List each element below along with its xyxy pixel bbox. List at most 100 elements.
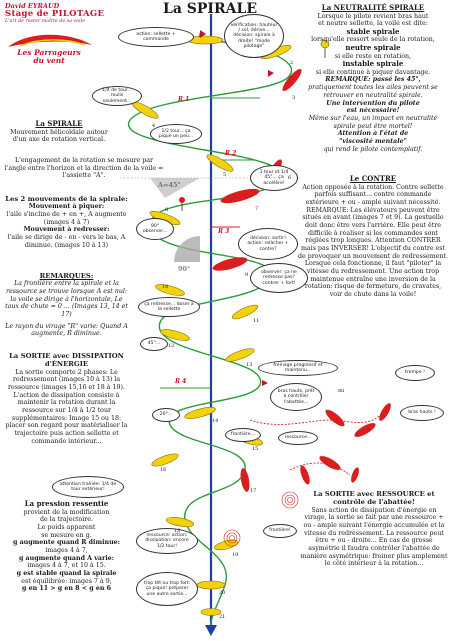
remarks-heading: REMARQUES: [39,272,94,280]
step-1: 1 [198,33,202,39]
pressure-l6: g augmente quand A varie: [18,554,115,562]
bubble-20: 20°... [152,408,180,422]
spiral-heading: La SPIRALE [35,119,83,128]
brand-author: David EYRAUD [5,2,60,10]
label-90: 90° [178,265,191,273]
neutral-l2: stable spirale [346,26,400,36]
pressure-l8: g est stable quand la spirale [16,569,117,577]
label-r3: R 3 [218,228,230,235]
bubble-redresse: ça redresse... doser à la sellette [138,297,200,317]
bubble-ressource: ressource... [278,431,318,445]
movements-l1: l'aile s'incline de + en +, A augmente (… [6,210,127,226]
brand-stage: Stage de PILOTAGE [5,9,105,19]
wing-right-b [354,423,376,437]
neutral-l16: "viscosité mentale" [339,137,407,145]
neutral-l13: Même sur l'eau, un impact en neutralité [308,114,438,122]
remarks-l1: La frontière entre la spirale et la ress… [5,280,128,318]
step-9: 9 [245,272,249,278]
step-19: 19 [232,552,239,558]
pressure-l7: images 4 à 7, et 10 à 15. [27,562,106,570]
bubble-45: 45°... [140,337,168,351]
bubble-trempe: trempe ! [395,365,435,381]
wing-14 [184,407,216,419]
bubble-demi-tour: 1/2 tour... ça pique un peu... [150,124,202,144]
wing-right-e [300,465,310,485]
contre-block: Le CONTRE Action opposée à la rotation. … [298,174,448,299]
pressure-heading: La pression ressentie [24,499,109,508]
wings [131,35,391,616]
contre-heading: Le CONTRE [349,174,397,183]
label-a45: A=45° [158,181,181,189]
wing-5 [206,154,234,172]
exit-block: La SORTIE avec DISSIPATION d'ÉNERGIE La … [4,352,129,445]
step-10: 10 [162,284,169,290]
wing-9 [212,257,248,271]
step-15: 15 [252,446,259,452]
step-14: 14 [212,418,219,424]
step-12: 12 [168,343,175,349]
wing-16 [151,453,179,467]
step-4: 4 [152,123,156,129]
angle-90-wedge [174,236,200,262]
neutral-l11: Une intervention du pilote [326,99,420,107]
remarks-block: REMARQUES: La frontière entre la spirale… [4,272,129,338]
logo-wing-shape [8,34,92,47]
movements-sub1: Mouvement à piquer: [28,203,105,211]
pressure-l0: provient de la modification [23,508,110,516]
wing-right-a [325,409,345,427]
neutral-l17: qui rend le pilote contemplatif. [323,145,423,153]
wing-7 [220,188,260,204]
ressource-path [249,409,386,476]
bubble-bras-haut: bras hauts ! [400,405,444,421]
movements-sub2: Mouvement à redresser: [23,226,110,234]
step-21: 21 [219,614,226,620]
bubble-frontiere-2: frontière! [263,524,297,538]
wing-18 [165,517,195,527]
axis-arrow-head [205,625,217,636]
wing-10 [155,284,185,296]
bubble-frontiere-1: frontière... [225,428,261,442]
neutral-l6: instable spirale [342,59,404,69]
movements-block: Les 2 mouvements de la spirale: Mouvemen… [4,195,129,249]
step-3: 3 [292,95,296,101]
ressource-block: La SORTIE avec RESSOURCE et contrôle de … [300,490,448,568]
bubble-verification: vérification: hauteur / sol, dérive... d… [224,14,284,58]
step-17: 17 [250,488,257,494]
wing-right-f [351,467,359,483]
bubble-observer: observer: ça ne redresse pas? contrer + … [250,263,308,293]
target-ring-2 [223,529,241,547]
remarks-l2: Le rayon du virage "R" varie: Quand A au… [5,322,128,338]
wing-20 [196,580,226,590]
step-5: 5 [223,172,227,178]
wing-11 [231,304,259,320]
brand-logo: Les Parrageurs du vent [17,48,81,65]
bubble-action: action: sellette + commande [118,27,194,47]
step-2: 2 [290,60,294,66]
step-18: 18 [174,528,181,534]
pressure-l3: se mesure en g. [41,531,92,539]
step-8: 8 [165,207,169,213]
neutral-l14: spirale peut être mortel! [333,122,413,130]
spiral-block: La SPIRALE Mouvement hélicoïdale autour … [4,119,114,144]
neutral-block: La NEUTRALITÉ SPIRALE Lorsque le pilote … [298,3,448,153]
spiral-engage: L'engagement de la rotation se mesure pa… [4,157,164,180]
pressure-l1: de la trajectoire. [39,516,94,524]
spiral-trajectory [127,39,293,626]
pressure-l10: g en 11 > g en 8 < g en 6 [22,585,111,593]
pilot-icon-mid [179,197,185,211]
pressure-block: La pression ressentie provient de la mod… [4,499,129,593]
wing-21 [200,608,222,616]
step-20: 20 [219,590,226,596]
movements-heading: Les 2 mouvements de la spirale: [5,195,128,203]
bubble-90-observer: 90° observer... [136,218,174,240]
label-ou: ou [338,388,345,394]
wing-17 [240,468,250,492]
neutral-l10: retrouver en neutralité spirale. [323,91,423,99]
wing-12 [160,329,190,341]
wing-3 [282,68,302,92]
label-r2: R 2 [225,150,237,157]
step-6: 6 [288,175,292,181]
ressource-body: Sans action de dissipation d'énergie en … [300,506,448,568]
ressource-heading: La SORTIE avec RESSOURCE et contrôle de … [313,490,435,507]
